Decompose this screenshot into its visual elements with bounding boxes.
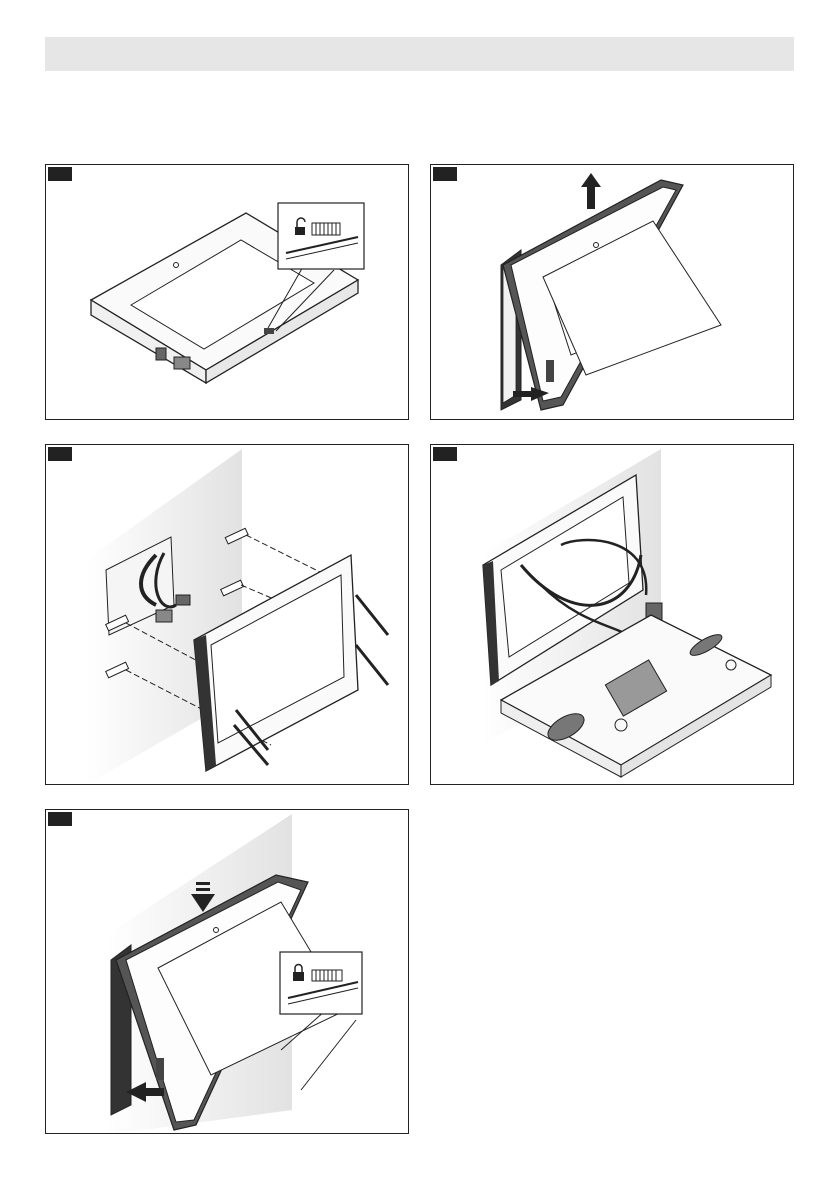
- cable-connection-illustration: [431, 445, 794, 785]
- arrow-up-icon: [581, 173, 601, 209]
- device-lift-illustration: [431, 165, 794, 420]
- step-panel-1: [45, 164, 409, 420]
- step-panel-5: [45, 809, 409, 1134]
- step-panel-2: [430, 164, 794, 420]
- wall-mount-illustration: [46, 445, 409, 785]
- device-lock-illustration: [46, 810, 409, 1134]
- section-header-band: [45, 37, 794, 71]
- step-panel-3: [45, 444, 409, 785]
- device-flat-illustration: [46, 165, 409, 420]
- step-panel-4: [430, 444, 794, 785]
